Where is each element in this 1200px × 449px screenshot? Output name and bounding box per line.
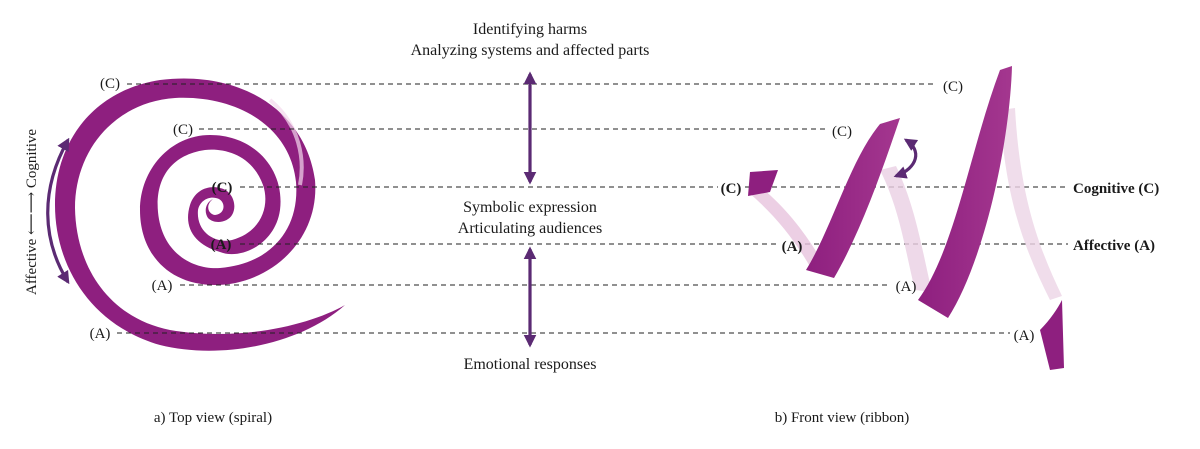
spiral-point-c1: (C) bbox=[100, 76, 120, 92]
spiral-shape bbox=[55, 78, 345, 351]
center-annotations: Identifying harms Analyzing systems and … bbox=[411, 21, 650, 373]
label-affective: Affective (A) bbox=[1073, 238, 1155, 254]
spiral-point-a1: (A) bbox=[211, 237, 232, 253]
label-symbolic-expression: Symbolic expression bbox=[463, 199, 597, 216]
ribbon-strand-2 bbox=[918, 66, 1012, 318]
spiral-point-c2: (C) bbox=[173, 122, 193, 138]
ribbon-point-c2: (C) bbox=[832, 124, 852, 140]
spiral-highlight bbox=[268, 98, 304, 186]
ribbon-point-a1: (A) bbox=[782, 239, 803, 255]
ribbon-point-a2: (A) bbox=[896, 279, 917, 295]
ribbon-strand-left bbox=[748, 170, 778, 196]
spiral-point-c3: (C) bbox=[212, 180, 233, 196]
spiral-point-a3: (A) bbox=[90, 326, 111, 342]
label-emotional-responses: Emotional responses bbox=[464, 356, 597, 373]
side-double-arrow bbox=[46, 137, 70, 285]
ribbon-point-c1: (C) bbox=[943, 79, 963, 95]
ribbon-point-a3: (A) bbox=[1014, 328, 1035, 344]
label-articulating-audiences: Articulating audiences bbox=[458, 220, 602, 237]
spiral-caption: a) Top view (spiral) bbox=[154, 410, 272, 426]
ribbon-figure: (C) (C) (C) (A) (A) (A) b) Front view (r… bbox=[721, 66, 1064, 426]
spiral-figure: Affective ⟵⟶ Cognitive (C) (C) (C) (A) (… bbox=[24, 76, 345, 426]
ribbon-strand-3 bbox=[1040, 300, 1064, 370]
label-analyzing-systems: Analyzing systems and affected parts bbox=[411, 42, 650, 59]
label-identifying-harms: Identifying harms bbox=[473, 21, 587, 38]
spiral-side-label: Affective ⟵⟶ Cognitive bbox=[24, 129, 40, 295]
ribbon-small-arrow bbox=[893, 138, 919, 179]
ribbon-point-c3: (C) bbox=[721, 181, 742, 197]
ribbon-caption: b) Front view (ribbon) bbox=[775, 410, 910, 426]
ribbon-strand-1 bbox=[806, 118, 900, 278]
label-cognitive: Cognitive (C) bbox=[1073, 181, 1159, 197]
spiral-point-a2: (A) bbox=[152, 278, 173, 294]
